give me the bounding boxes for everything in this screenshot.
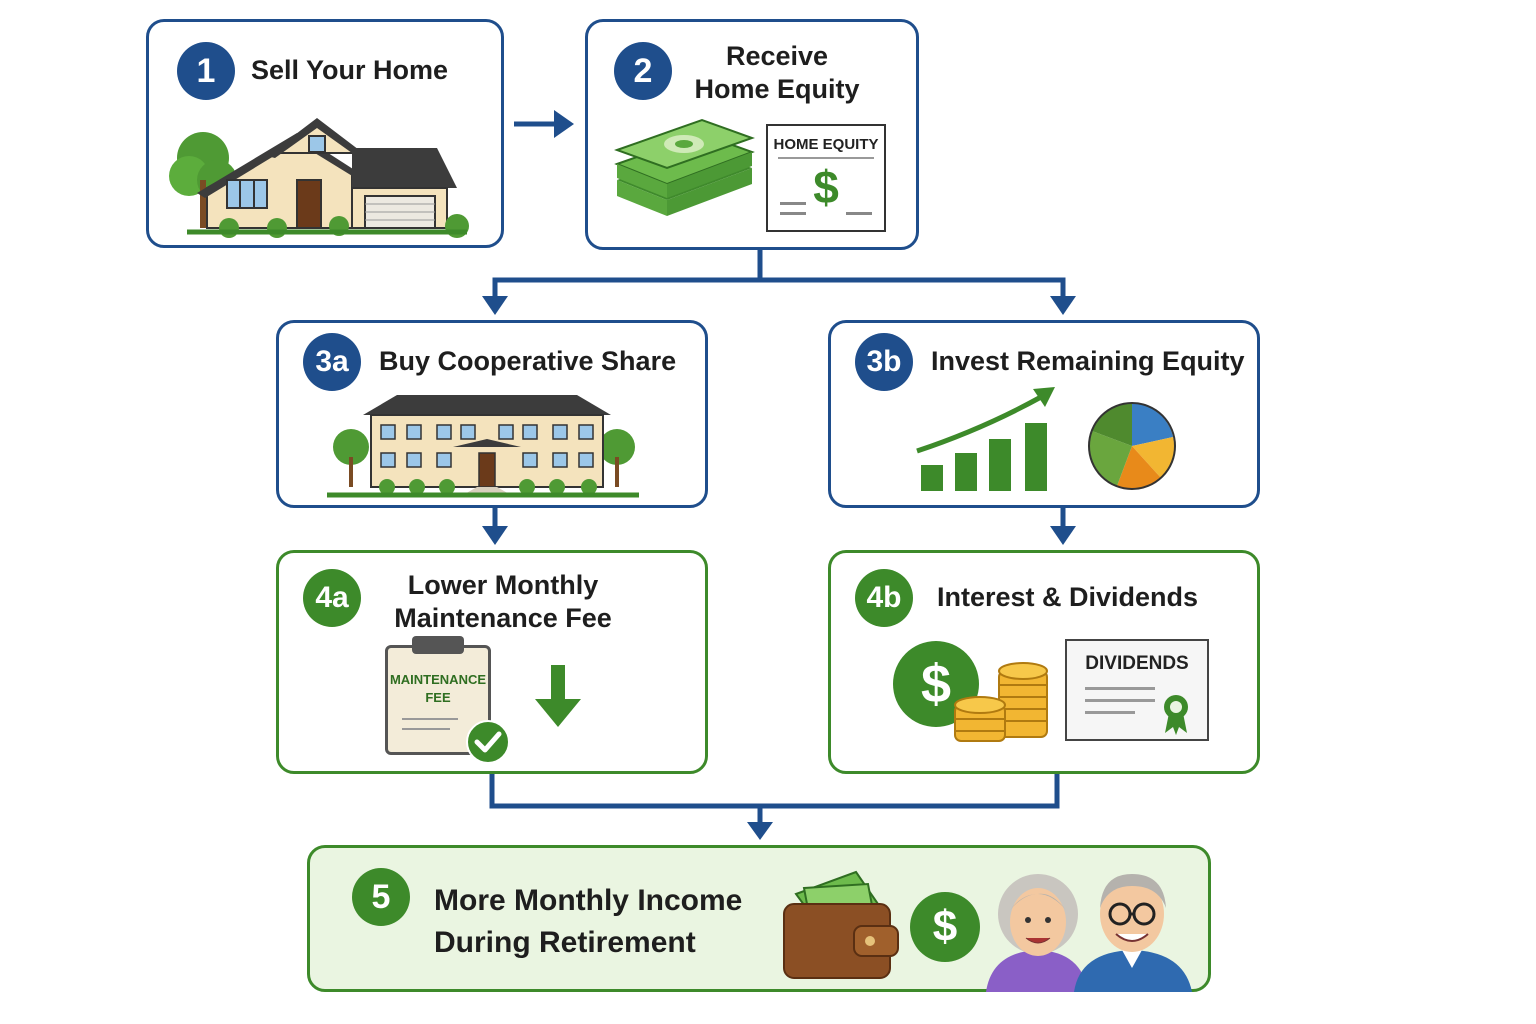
retired-couple-icon [986,874,1192,992]
step-3a-cooperative-share-card: 3a Buy Cooperative Share [276,320,708,508]
step-3b-title: Invest Remaining Equity [931,346,1245,376]
arrow-1-to-2 [554,110,574,138]
award-ribbon-icon [1164,695,1188,735]
dividends-certificate: DIVIDENDS [1065,639,1209,741]
step-3a-title: Buy Cooperative Share [379,346,677,376]
arrow-to-4a [482,526,508,545]
dollar-sign-icon: $ [813,161,839,213]
wallet-icon [783,870,899,979]
clipboard-text-line1: MAINTENANCE [389,672,487,687]
step-4a-title: Lower Monthly Maintenance Fee [394,570,612,633]
arrow-to-3a [482,296,508,315]
arrow-to-3b [1050,296,1076,315]
arrow-to-4b [1050,526,1076,545]
dividends-certificate-label: DIVIDENDS [1085,653,1189,674]
apartment-building-icon [327,395,639,498]
arrow-to-5 [747,822,773,840]
step-3b-badge: 3b [855,333,913,391]
step-5-title: More Monthly Income During Retirement [434,884,743,959]
step-4a-maintenance-fee-card: 4a Lower Monthly Maintenance Fee MAINTEN… [276,550,708,774]
growth-bar-chart-icon [916,387,1055,491]
home-equity-doc-label: HOME EQUITY [773,136,879,153]
step-2-receive-equity-card: 2 Receive Home Equity HOME EQUITY $ [585,19,919,250]
house-icon [169,118,469,238]
step-4b-interest-dividends-card: 4b Interest & Dividends $ DIVIDENDS [828,550,1260,774]
pie-chart-icon [1088,402,1176,490]
step-3a-badge: 3a [303,333,361,391]
step-4a-badge: 4a [303,569,361,627]
step-5-retirement-income-card: 5 More Monthly Income During Retirement … [307,845,1211,992]
cash-stack-icon [614,118,755,216]
step-2-title: Receive Home Equity [694,41,860,104]
checkmark-icon [466,720,510,764]
step-3b-invest-equity-card: 3b Invest Remaining Equity [828,320,1260,508]
step-1-badge: 1 [177,42,235,100]
step-1-title: Sell Your Home [251,55,449,85]
home-equity-document: HOME EQUITY $ [766,124,886,232]
step-4b-badge: 4b [855,569,913,627]
coin-stacks-icon [954,662,1048,742]
step-2-badge: 2 [614,42,672,100]
step-4b-title: Interest & Dividends [937,582,1199,612]
step-5-badge: 5 [352,868,410,926]
clipboard-text-line2: FEE [425,690,451,705]
clipboard-clip [412,636,464,654]
step-1-sell-home-card: 1 Sell Your Home [146,19,504,248]
dollar-coin-icon-2: $ [910,892,980,962]
down-arrow-icon [535,665,581,727]
